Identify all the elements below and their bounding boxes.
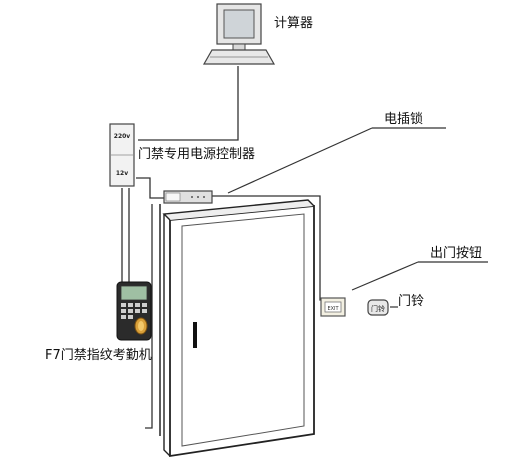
electric-lock-leader	[227, 127, 373, 194]
key	[135, 303, 140, 307]
fingerprint-sensor-glow	[138, 321, 144, 331]
door-left-edge	[163, 214, 171, 457]
fingerprint-terminal	[116, 281, 152, 341]
computer	[202, 3, 276, 65]
wire-door-frame-left	[145, 204, 153, 429]
key	[121, 315, 126, 319]
terminal-screen	[120, 285, 148, 301]
key	[135, 309, 140, 313]
key	[121, 303, 126, 307]
electric-lock	[163, 190, 213, 204]
lock-screw-1	[191, 196, 193, 198]
computer-stand	[232, 43, 246, 51]
power-controller: 220v 12v	[109, 123, 135, 187]
doorbell-label: 门铃	[398, 294, 424, 309]
electric-lock-plate	[165, 192, 181, 202]
electric-lock-label: 电插锁	[384, 111, 423, 127]
controller-12v-text: 12v	[116, 170, 128, 177]
wire-controller-to-lock	[136, 177, 164, 199]
key	[128, 303, 133, 307]
computer-screen	[223, 9, 255, 39]
key	[128, 315, 133, 319]
door-leaf	[169, 205, 315, 458]
key	[128, 309, 133, 313]
wiring	[121, 66, 330, 429]
wire-computer-to-controller	[138, 66, 239, 141]
doorbell-body	[367, 299, 389, 316]
exit-button-face	[324, 301, 342, 313]
exit-button[interactable]: EXIT	[320, 297, 346, 317]
door-inner-panel	[181, 213, 305, 447]
terminal-keypad	[121, 303, 147, 319]
power-controller-label: 门禁专用电源控制器	[138, 147, 255, 162]
lock-screw-2	[197, 196, 199, 198]
controller-220v-text: 220v	[114, 133, 131, 140]
lock-screw-3	[203, 196, 205, 198]
key	[121, 309, 126, 313]
door-handle	[193, 322, 197, 348]
terminal-label: F7门禁指纹考勤机	[45, 348, 152, 363]
exit-button-text: EXIT	[327, 306, 339, 312]
door	[159, 199, 315, 458]
key	[142, 303, 147, 307]
exit-button-leader	[351, 261, 419, 291]
door-top-edge	[162, 199, 315, 221]
exit-button-label: 出门按钮	[430, 246, 482, 261]
doorbell[interactable]: 门铃	[367, 299, 389, 316]
key	[142, 309, 147, 313]
doorbell-text: 门铃	[371, 304, 385, 313]
computer-label: 计算器	[274, 16, 313, 31]
